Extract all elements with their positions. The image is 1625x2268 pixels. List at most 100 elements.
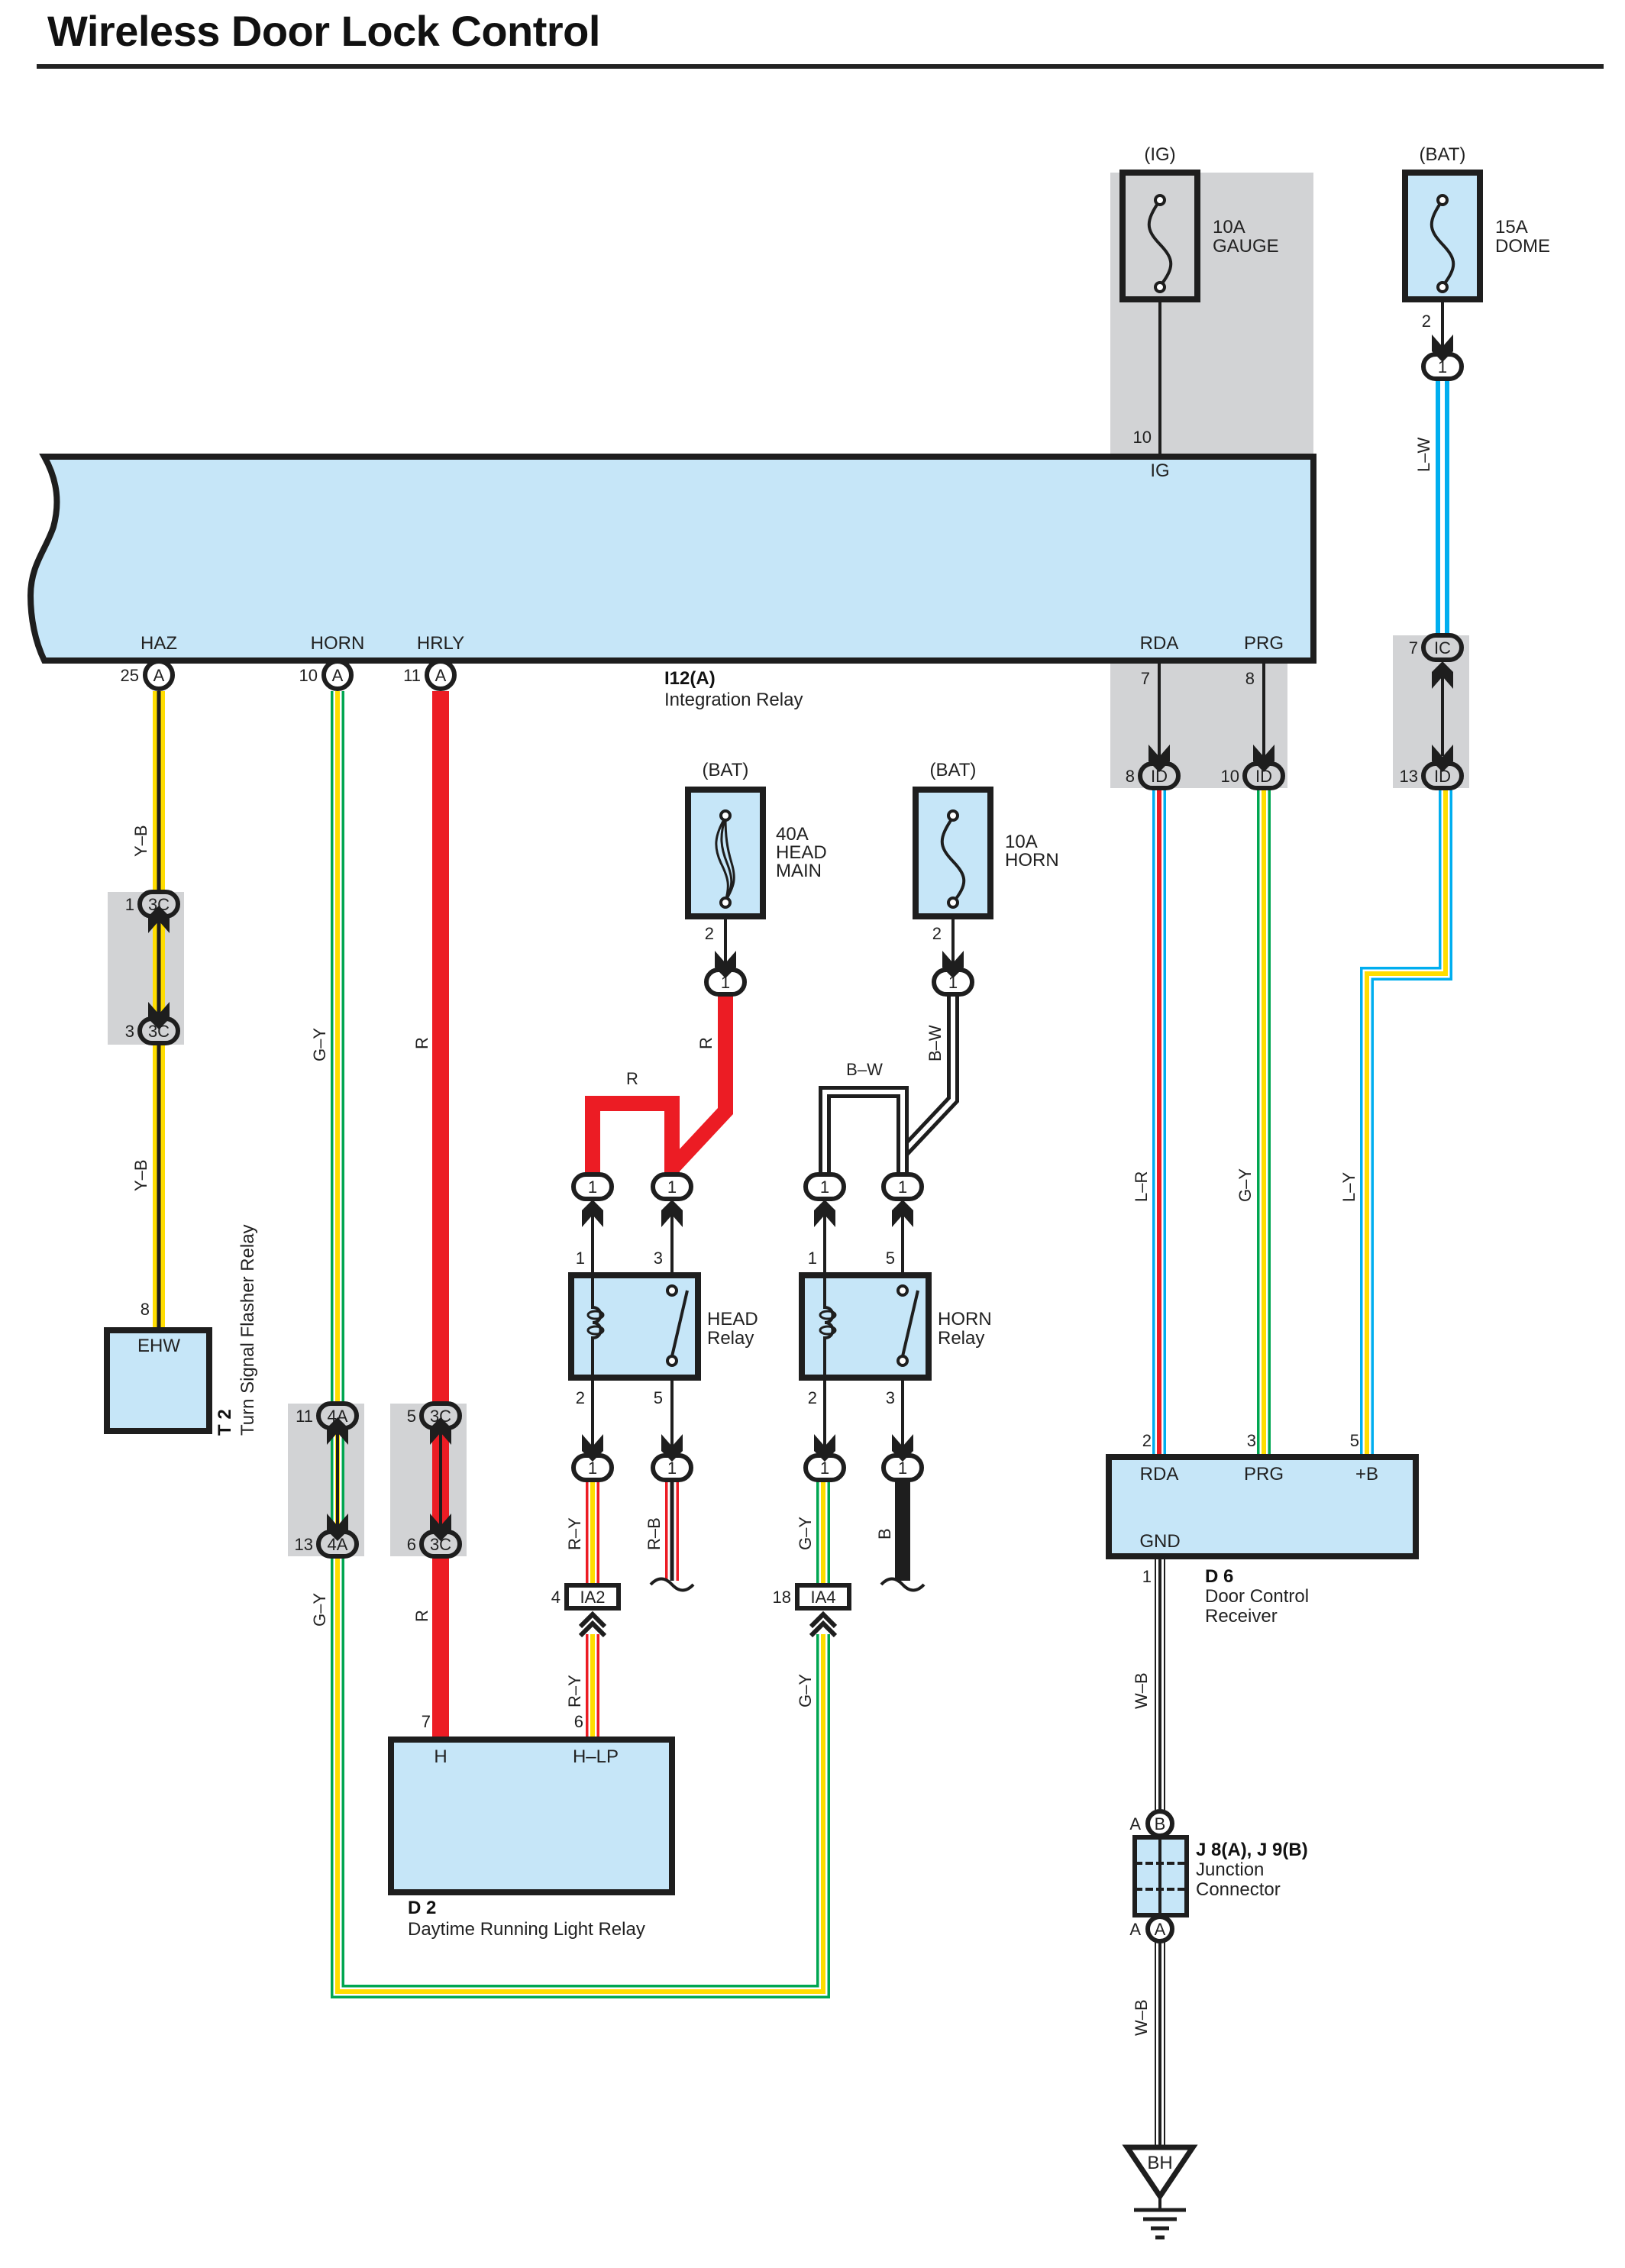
integration-relay-code: I12(A) [664,668,716,689]
svg-text:Connector: Connector [1196,1879,1281,1900]
svg-text:HEAD: HEAD [707,1309,758,1329]
svg-text:4: 4 [551,1588,561,1607]
svg-text:A: A [153,666,165,685]
connector-ia2: IA2 4 [551,1583,621,1638]
connector-horn-relay-1: 1 [803,1172,846,1201]
svg-text:Junction: Junction [1196,1859,1264,1880]
fuse-dome: (BAT) 15A DOME 2 [1402,144,1550,331]
svg-text:1: 1 [898,1178,907,1197]
svg-text:A: A [435,666,447,685]
svg-text:13: 13 [295,1535,313,1554]
horn-relay: HORN Relay 1 5 2 3 [799,1249,992,1407]
svg-text:W–B: W–B [1132,1672,1151,1709]
connector-3c-1: 3C1 [125,890,180,919]
connector-head-relay-1: 1 [571,1172,614,1201]
connector-id-8: ID8 [1126,761,1181,790]
svg-text:A: A [1129,1920,1141,1939]
svg-text:13: 13 [1400,767,1418,786]
svg-text:1: 1 [820,1178,829,1197]
terminal-haz: HAZ [141,633,177,654]
wire-b-w [819,993,959,1182]
svg-text:G–Y: G–Y [310,1028,329,1061]
wire-labels: Y–B Y–B G–Y G–Y R R R R B–W B–W R–Y R–Y … [131,438,1433,2036]
svg-text:PRG: PRG [1244,1464,1284,1485]
head-relay: HEAD Relay 1 3 2 5 [568,1249,758,1407]
svg-text:IC: IC [1434,638,1451,657]
fuse-head-main: (BAT) 40A HEAD MAIN 2 [685,760,827,943]
svg-text:(BAT): (BAT) [703,760,749,780]
svg-text:R: R [412,1610,431,1622]
svg-text:R: R [696,1037,716,1049]
svg-text:2: 2 [932,924,942,943]
connector-horn-relay-2: 1 [803,1453,846,1482]
svg-text:HORN: HORN [938,1309,992,1329]
terminal-horn: HORN [311,633,365,654]
svg-text:1: 1 [667,1178,677,1197]
svg-text:1: 1 [820,1459,829,1478]
svg-text:Receiver: Receiver [1205,1606,1278,1627]
page-title: Wireless Door Lock Control [47,7,600,55]
connector-3c-5: 3C5 [407,1401,462,1430]
svg-text:RDA: RDA [1140,1464,1179,1485]
svg-text:2: 2 [576,1388,585,1407]
fuse-gauge-rating: 10A [1213,217,1245,237]
svg-text:2: 2 [705,924,714,943]
svg-text:1: 1 [808,1249,817,1268]
svg-text:2: 2 [808,1388,817,1407]
svg-text:10: 10 [1221,767,1239,786]
svg-text:1: 1 [588,1178,597,1197]
svg-text:5: 5 [886,1249,895,1268]
svg-text:10: 10 [299,666,318,685]
svg-text:IA2: IA2 [580,1588,605,1607]
svg-text:1: 1 [898,1459,907,1478]
svg-text:3: 3 [654,1249,663,1268]
svg-text:G–Y: G–Y [310,1593,329,1627]
svg-text:18: 18 [773,1588,791,1607]
svg-text:6: 6 [574,1712,583,1731]
svg-text:+B: +B [1355,1464,1378,1485]
title-divider [37,64,1604,69]
pin-prg: 8 [1245,669,1255,688]
svg-text:B: B [875,1528,894,1539]
terminal-ig: IG [1150,460,1169,481]
connector-ic-7: IC7 [1409,633,1464,662]
svg-text:G–Y: G–Y [796,1674,815,1707]
wire-b [880,1478,926,1592]
door-control-receiver: RDA PRG +B GND 2 3 5 1 D 6 Door Control … [1106,1431,1419,1627]
fuse-head-rating: 40A [776,824,809,845]
connector-3c-6: 3C6 [407,1530,462,1559]
svg-text:2: 2 [1142,1431,1152,1450]
svg-text:1: 1 [125,895,134,914]
terminal-hrly: HRLY [417,633,464,654]
svg-text:11: 11 [403,666,421,685]
svg-text:(BAT): (BAT) [1420,144,1466,165]
svg-text:8: 8 [1126,767,1135,786]
wire-r-head [585,993,733,1182]
connector-hrly-a: A 11 [403,659,457,691]
connector-horn-relay-5: 1 [881,1172,924,1201]
svg-text:L–W: L–W [1414,438,1433,472]
fuse-horn: (BAT) 10A HORN 2 [913,760,1059,943]
svg-text:3: 3 [1247,1431,1256,1450]
svg-text:ID: ID [1434,767,1451,786]
connector-3c-3: 3C3 [125,1016,180,1045]
svg-text:25: 25 [121,666,139,685]
svg-text:A: A [1129,1814,1141,1833]
svg-text:R–Y: R–Y [565,1517,584,1550]
svg-text:R–B: R–B [645,1517,664,1550]
svg-text:R: R [626,1069,638,1088]
svg-text:Turn Signal Flasher Relay: Turn Signal Flasher Relay [237,1224,258,1436]
svg-text:(IG): (IG) [1144,144,1175,165]
connector-ia4: IA4 18 [773,1583,851,1638]
fuse-dome-name: DOME [1495,236,1550,257]
svg-text:GND: GND [1139,1531,1180,1552]
svg-text:G–Y: G–Y [1236,1168,1255,1202]
svg-text:Daytime Running Light Relay: Daytime Running Light Relay [408,1919,645,1940]
fuse-horn-name: HORN [1005,850,1059,871]
fuse-horn-rating: 10A [1005,832,1038,852]
svg-text:1: 1 [1438,357,1447,376]
